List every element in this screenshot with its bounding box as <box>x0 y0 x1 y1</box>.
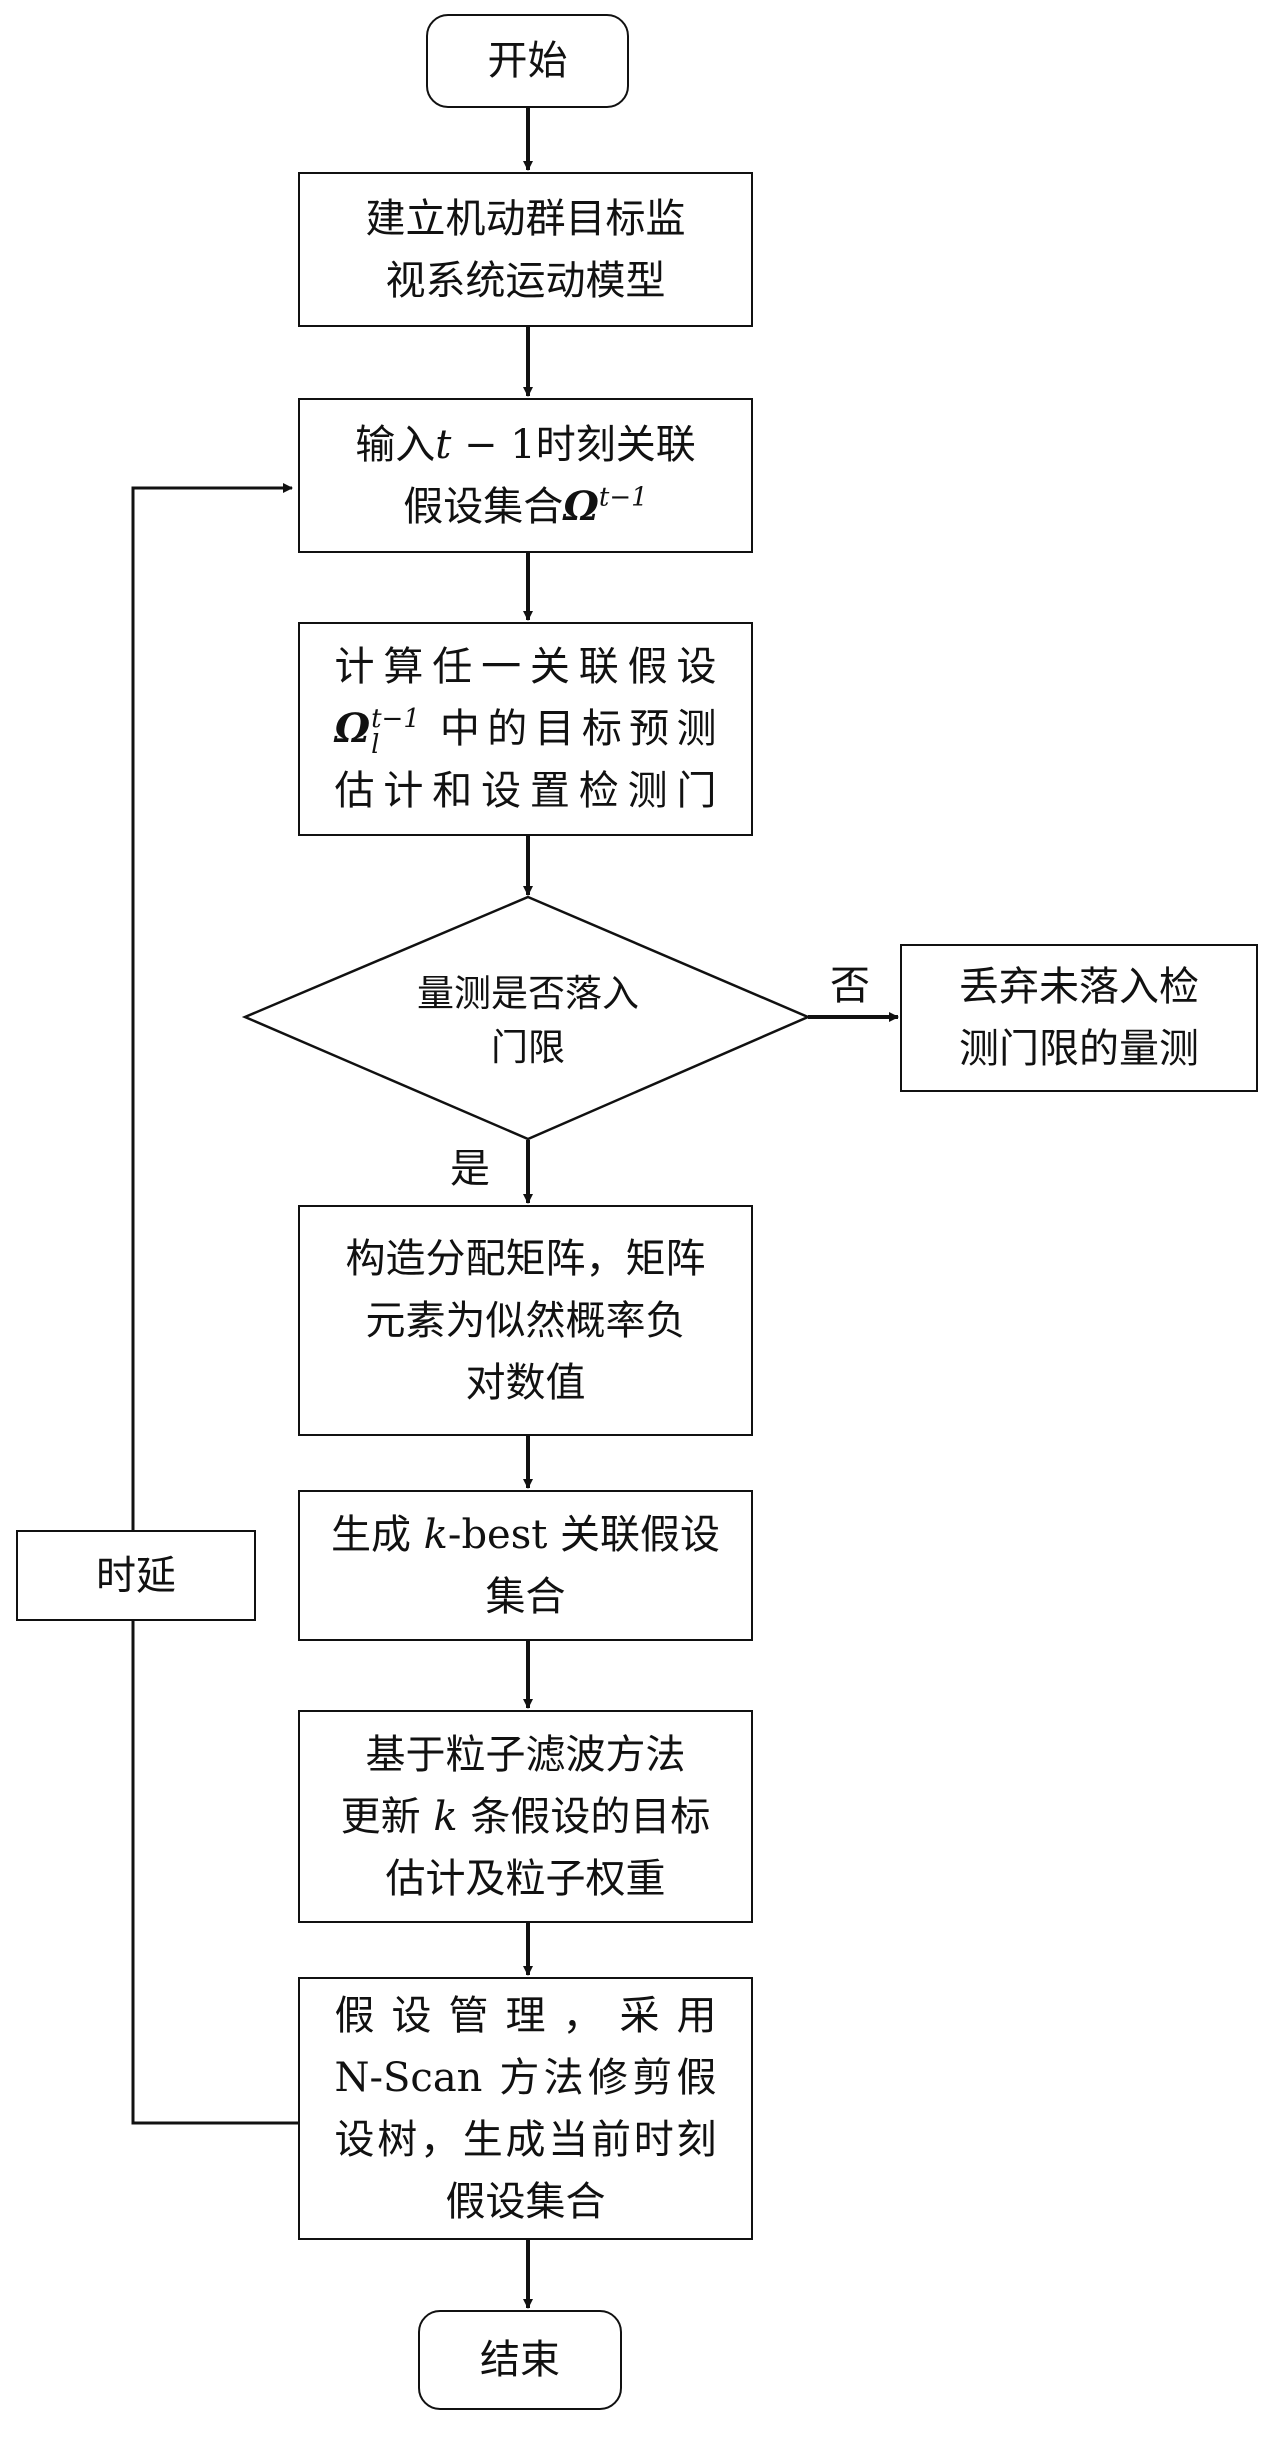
step2-line-1: 输入t − 1时刻关联 <box>355 421 696 468</box>
step6-particle-filter-box: 基于粒子滤波方法 更新 k 条假设的目标 估计及粒子权重 <box>298 1710 753 1923</box>
no-branch-label: 否 <box>830 963 870 1009</box>
step7-line-3: 设树，生成当前时刻 <box>334 2116 717 2163</box>
step7-line-1: 假设管理，采用 <box>334 1992 717 2039</box>
delay-label: 时延 <box>96 1552 176 1599</box>
step4-line-1: 构造分配矩阵，矩阵 <box>345 1235 706 1282</box>
step7-line-2: N-Scan 方法修剪假 <box>334 2054 717 2101</box>
delay-box: 时延 <box>16 1530 256 1621</box>
step1-line-1: 建立机动群目标监 <box>365 195 686 242</box>
discard-measurements-box: 丢弃未落入检 测门限的量测 <box>900 944 1258 1092</box>
decision-diamond <box>241 895 812 1141</box>
step5-k-best-box: 生成 k-best 关联假设 集合 <box>298 1490 753 1641</box>
decision-line-2: 门限 <box>491 1026 565 1069</box>
yes-branch-label: 是 <box>450 1146 490 1192</box>
step3-line-1: 计算任一关联假设 <box>334 644 717 690</box>
step1-build-model-box: 建立机动群目标监 视系统运动模型 <box>298 172 753 327</box>
step5-line-2: 集合 <box>485 1573 566 1620</box>
step7-hypothesis-management-box: 假设管理，采用 N-Scan 方法修剪假 设树，生成当前时刻 假设集合 <box>298 1977 753 2240</box>
feedback-line-upper <box>131 483 293 1530</box>
step4-line-3: 对数值 <box>465 1359 586 1406</box>
end-label: 结束 <box>480 2337 560 2383</box>
step6-line-1: 基于粒子滤波方法 <box>365 1731 686 1778</box>
step2-input-hypotheses-box: 输入t − 1时刻关联 假设集合Ωt−1 <box>298 398 753 553</box>
step7-line-4: 假设集合 <box>445 2178 606 2225</box>
discard-line-1: 丢弃未落入检 <box>959 964 1199 1010</box>
start-label: 开始 <box>487 38 568 84</box>
start-node: 开始 <box>426 14 629 108</box>
step4-assignment-matrix-box: 构造分配矩阵，矩阵 元素为似然概率负 对数值 <box>298 1205 753 1436</box>
step1-line-2: 视系统运动模型 <box>385 257 666 304</box>
discard-line-2: 测门限的量测 <box>959 1026 1199 1072</box>
end-node: 结束 <box>418 2310 622 2410</box>
decision-line-1: 量测是否落入 <box>417 972 639 1015</box>
feedback-line-lower <box>131 1621 298 2125</box>
step3-line-3: 估计和设置检测门 <box>334 768 717 814</box>
step4-line-2: 元素为似然概率负 <box>365 1297 686 1344</box>
step6-line-2: 更新 k 条假设的目标 <box>340 1793 711 1840</box>
decision-text: 量测是否落入 门限 <box>378 967 678 1075</box>
step2-line-2: 假设集合Ωt−1 <box>403 482 648 530</box>
step6-line-3: 估计及粒子权重 <box>385 1855 666 1902</box>
step5-line-1: 生成 k-best 关联假设 <box>330 1511 721 1558</box>
